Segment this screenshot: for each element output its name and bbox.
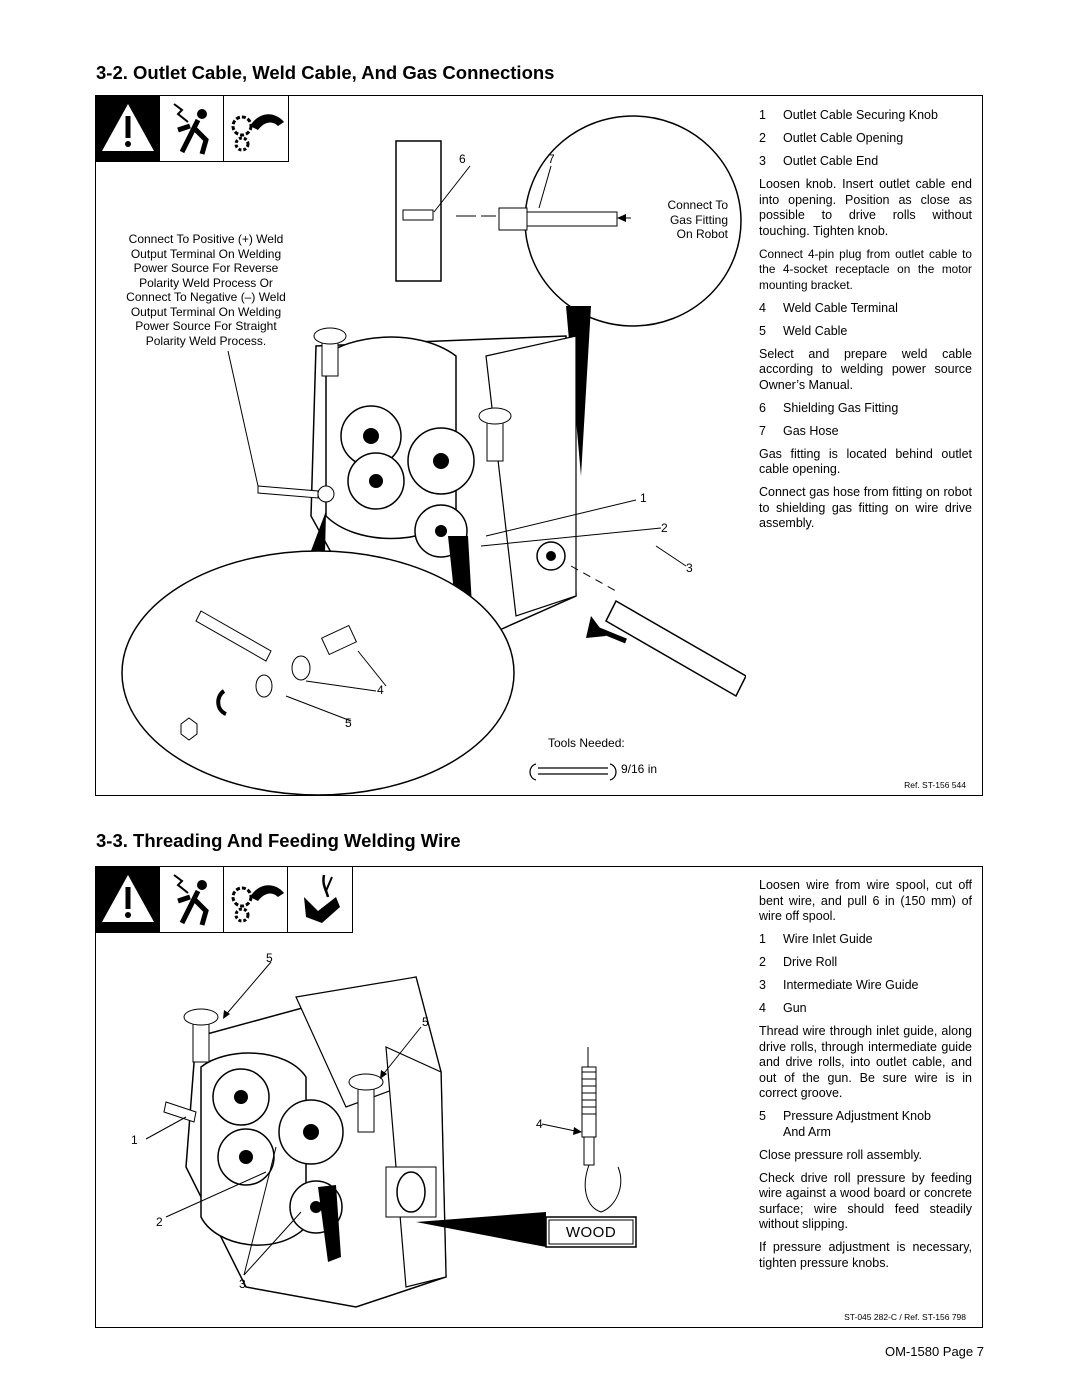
moving-parts-icon bbox=[224, 96, 288, 161]
note-line: Polarity Weld Process. bbox=[145, 333, 267, 348]
figure-frame-3-3: WOOD 5 5 1 2 3 4 ST-045 282-C / Ref. ST-… bbox=[95, 866, 983, 1328]
note-line: Power Source For Reverse bbox=[133, 261, 279, 275]
note-line: Power Source For Straight bbox=[135, 319, 277, 333]
note-line: On Robot bbox=[676, 227, 728, 241]
instruction-paragraph: Connect 4-pin plug from outlet cable to … bbox=[759, 246, 972, 292]
page-footer: OM-1580 Page 7 bbox=[884, 1344, 984, 1359]
tools-needed-label: Tools Needed: bbox=[548, 736, 625, 750]
electric-shock-icon bbox=[160, 96, 224, 161]
note-line: Output Terminal On Welding bbox=[130, 246, 282, 261]
callout-7: 7 bbox=[548, 152, 555, 166]
instruction-paragraph: Thread wire through inlet guide, along d… bbox=[759, 1024, 972, 1100]
wire-threading-drawing bbox=[145, 961, 637, 1308]
callout-4: 4 bbox=[536, 1117, 543, 1131]
callout-4: 4 bbox=[377, 683, 384, 697]
warning-triangle-icon bbox=[96, 96, 160, 161]
section-title-3-2: 3-2. Outlet Cable, Weld Cable, And Gas C… bbox=[96, 62, 555, 83]
wire-puncture-icon bbox=[288, 867, 352, 932]
instruction-paragraph: Loosen wire from wire spool, cut off ben… bbox=[759, 878, 972, 923]
callout-5-lower: 5 bbox=[422, 1015, 429, 1029]
note-line: Polarity Weld Process Or bbox=[139, 275, 273, 290]
electric-shock-icon bbox=[160, 867, 224, 932]
wire-drive-connection-drawing bbox=[121, 115, 746, 796]
instruction-paragraph: Close pressure roll assembly. bbox=[759, 1147, 923, 1162]
note-line: Connect To Negative (–) Weld bbox=[126, 290, 286, 304]
instructions-column-3-3: Loosen wire from wire spool, cut off ben… bbox=[759, 878, 972, 1271]
figure-frame-3-2: Connect To Positive (+) Weld Output Term… bbox=[95, 95, 983, 796]
weld-polarity-note: Connect To Positive (+) Weld Output Term… bbox=[106, 232, 306, 348]
gas-fitting-note: Connect To Gas Fitting On Robot bbox=[636, 198, 729, 242]
note-line: Connect To bbox=[667, 198, 729, 212]
note-line: Gas Fitting bbox=[669, 212, 728, 227]
warning-triangle-icon bbox=[96, 867, 160, 932]
tool-size-label: 9/16 in bbox=[621, 762, 658, 776]
callout-5-upper: 5 bbox=[266, 951, 273, 965]
callout-2: 2 bbox=[661, 521, 668, 535]
callout-3: 3 bbox=[239, 1277, 246, 1291]
callout-3: 3 bbox=[686, 561, 693, 575]
safety-icon-strip bbox=[96, 96, 289, 162]
callout-1: 1 bbox=[640, 491, 647, 505]
note-line: Output Terminal On Welding bbox=[130, 304, 282, 319]
callout-6: 6 bbox=[459, 152, 466, 166]
note-line: Connect To Positive (+) Weld bbox=[128, 232, 284, 246]
instruction-paragraph: Gas fitting is located behind outlet cab… bbox=[759, 446, 972, 477]
instruction-paragraph: Check drive roll pressure by feeding wir… bbox=[759, 1170, 972, 1232]
instruction-paragraph: Connect gas hose from fitting on robot t… bbox=[759, 485, 972, 530]
section-title-3-3: 3-3. Threading And Feeding Welding Wire bbox=[96, 830, 461, 851]
instruction-paragraph: If pressure adjustment is necessary, tig… bbox=[759, 1240, 972, 1270]
safety-icon-strip bbox=[96, 867, 353, 933]
wood-board-label: WOOD bbox=[565, 1223, 617, 1241]
instruction-paragraph: Select and prepare weld cable according … bbox=[759, 346, 972, 392]
reference-number: Ref. ST-156 544 bbox=[904, 780, 966, 790]
instruction-paragraph: Loosen knob. Insert outlet cable end int… bbox=[759, 177, 972, 238]
callout-5: 5 bbox=[345, 716, 352, 730]
moving-parts-icon bbox=[224, 867, 288, 932]
callout-2: 2 bbox=[156, 1215, 163, 1229]
callout-1: 1 bbox=[131, 1133, 138, 1147]
reference-number: ST-045 282-C / Ref. ST-156 798 bbox=[844, 1312, 966, 1322]
